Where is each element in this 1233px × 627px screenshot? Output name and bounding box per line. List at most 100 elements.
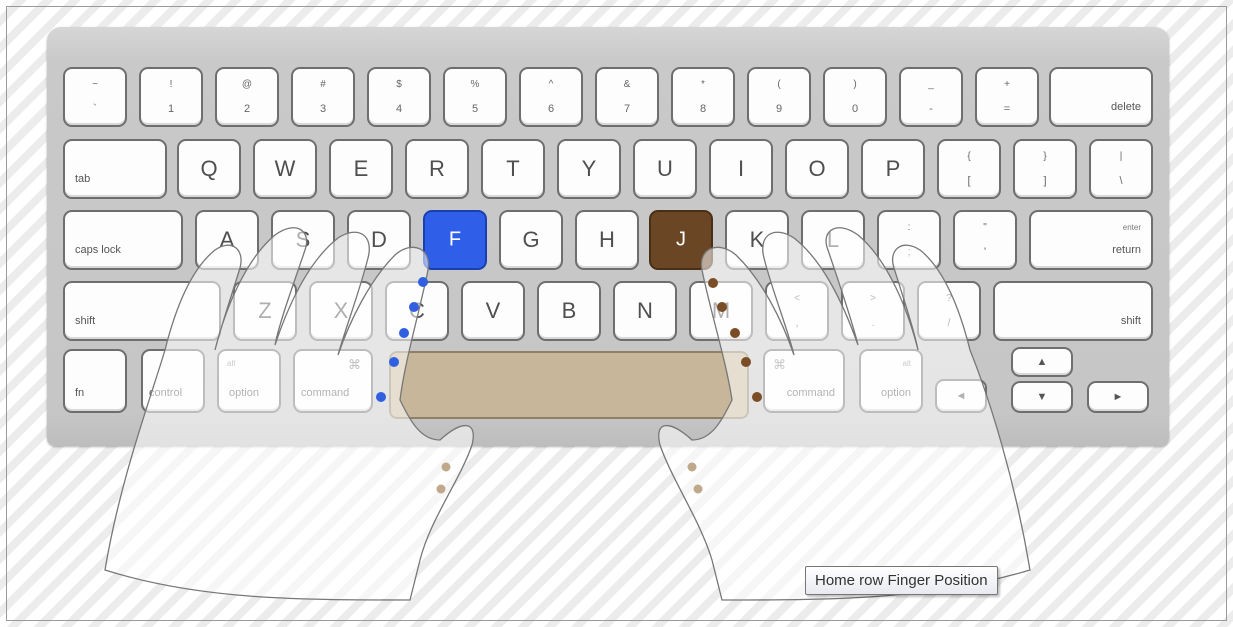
key-1[interactable]: ! 1	[139, 67, 203, 127]
key-c[interactable]: C	[385, 281, 449, 341]
key-x[interactable]: X	[309, 281, 373, 341]
key-arrow-right[interactable]: ►	[1087, 381, 1149, 413]
key-k[interactable]: K	[725, 210, 789, 270]
key-5[interactable]: % 5	[443, 67, 507, 127]
key-label: B	[539, 298, 599, 324]
key-r[interactable]: R	[405, 139, 469, 199]
key-b[interactable]: B	[537, 281, 601, 341]
key-control[interactable]: control	[141, 349, 205, 413]
key-top-label: ?	[919, 293, 979, 304]
arrow-down-icon: ▼	[1013, 391, 1071, 403]
key-label: E	[331, 156, 391, 182]
key-l[interactable]: L	[801, 210, 865, 270]
key-p[interactable]: P	[861, 139, 925, 199]
key-label: I	[711, 156, 771, 182]
key-s[interactable]: S	[271, 210, 335, 270]
key-bottom-label: ;	[879, 246, 939, 258]
key-arrow-up[interactable]: ▲	[1011, 347, 1073, 377]
key-quote[interactable]: " '	[953, 210, 1017, 270]
key-label: T	[483, 156, 543, 182]
key-caps-lock[interactable]: caps lock	[63, 210, 183, 270]
key-label: fn	[75, 387, 84, 399]
key-j-home[interactable]: J	[649, 210, 713, 270]
key-8[interactable]: * 8	[671, 67, 735, 127]
key-arrow-down[interactable]: ▼	[1011, 381, 1073, 413]
key-fn[interactable]: fn	[63, 349, 127, 413]
key-close-bracket[interactable]: } ]	[1013, 139, 1077, 199]
key-f-home[interactable]: F	[423, 210, 487, 270]
key-shift-left[interactable]: shift	[63, 281, 221, 341]
key-minus[interactable]: _ -	[899, 67, 963, 127]
key-command-right[interactable]: ⌘ command	[763, 349, 845, 413]
key-z[interactable]: Z	[233, 281, 297, 341]
key-shift-right[interactable]: shift	[993, 281, 1153, 341]
key-h[interactable]: H	[575, 210, 639, 270]
key-spacebar[interactable]	[389, 351, 749, 419]
arrow-up-icon: ▲	[1013, 356, 1071, 368]
key-top-label: @	[217, 79, 277, 90]
key-bottom-label: [	[939, 175, 999, 187]
key-slash[interactable]: ? /	[917, 281, 981, 341]
key-arrow-left[interactable]: ◄	[935, 379, 987, 413]
key-t[interactable]: T	[481, 139, 545, 199]
key-bottom-label: 4	[369, 103, 429, 115]
key-a[interactable]: A	[195, 210, 259, 270]
key-e[interactable]: E	[329, 139, 393, 199]
key-label: Q	[179, 156, 239, 182]
key-bottom-label: 8	[673, 103, 733, 115]
key-w[interactable]: W	[253, 139, 317, 199]
key-return[interactable]: enter return	[1029, 210, 1153, 270]
key-comma[interactable]: < ,	[765, 281, 829, 341]
key-label: command	[787, 387, 835, 399]
key-y[interactable]: Y	[557, 139, 621, 199]
key-label: J	[651, 229, 711, 252]
key-n[interactable]: N	[613, 281, 677, 341]
key-bottom-label: -	[901, 103, 961, 115]
key-label: V	[463, 298, 523, 324]
key-label: shift	[75, 315, 95, 327]
key-period[interactable]: > .	[841, 281, 905, 341]
key-label: option	[881, 387, 911, 399]
key-open-bracket[interactable]: { [	[937, 139, 1001, 199]
key-4[interactable]: $ 4	[367, 67, 431, 127]
key-top-label: ^	[521, 79, 581, 90]
key-3[interactable]: # 3	[291, 67, 355, 127]
key-6[interactable]: ^ 6	[519, 67, 583, 127]
key-top-label: +	[977, 79, 1037, 90]
key-command-left[interactable]: ⌘ command	[293, 349, 373, 413]
key-g[interactable]: G	[499, 210, 563, 270]
key-bottom-label: 2	[217, 103, 277, 115]
key-9[interactable]: ( 9	[747, 67, 811, 127]
key-tilde[interactable]: ~ `	[63, 67, 127, 127]
key-label: D	[349, 227, 409, 253]
key-7[interactable]: & 7	[595, 67, 659, 127]
key-label: tab	[75, 173, 90, 185]
key-tab[interactable]: tab	[63, 139, 167, 199]
key-bottom-label: /	[919, 317, 979, 329]
key-m[interactable]: M	[689, 281, 753, 341]
key-label: A	[197, 227, 257, 253]
key-2[interactable]: @ 2	[215, 67, 279, 127]
key-top-label: }	[1015, 151, 1075, 162]
key-i[interactable]: I	[709, 139, 773, 199]
key-label: M	[691, 298, 751, 324]
key-semicolon[interactable]: : ;	[877, 210, 941, 270]
key-0[interactable]: ) 0	[823, 67, 887, 127]
key-d[interactable]: D	[347, 210, 411, 270]
key-backslash[interactable]: | \	[1089, 139, 1153, 199]
key-bottom-label: 1	[141, 103, 201, 115]
key-equals[interactable]: + =	[975, 67, 1039, 127]
key-label: shift	[1121, 315, 1141, 327]
key-delete[interactable]: delete	[1049, 67, 1153, 127]
key-option-right[interactable]: alt option	[859, 349, 923, 413]
key-alt-label: alt	[227, 359, 235, 368]
key-v[interactable]: V	[461, 281, 525, 341]
key-q[interactable]: Q	[177, 139, 241, 199]
key-top-label: "	[955, 222, 1015, 233]
key-option-left[interactable]: alt option	[217, 349, 281, 413]
key-top-label: (	[749, 79, 809, 90]
key-bottom-label: 0	[825, 103, 885, 115]
key-label: G	[501, 227, 561, 253]
key-o[interactable]: O	[785, 139, 849, 199]
key-u[interactable]: U	[633, 139, 697, 199]
